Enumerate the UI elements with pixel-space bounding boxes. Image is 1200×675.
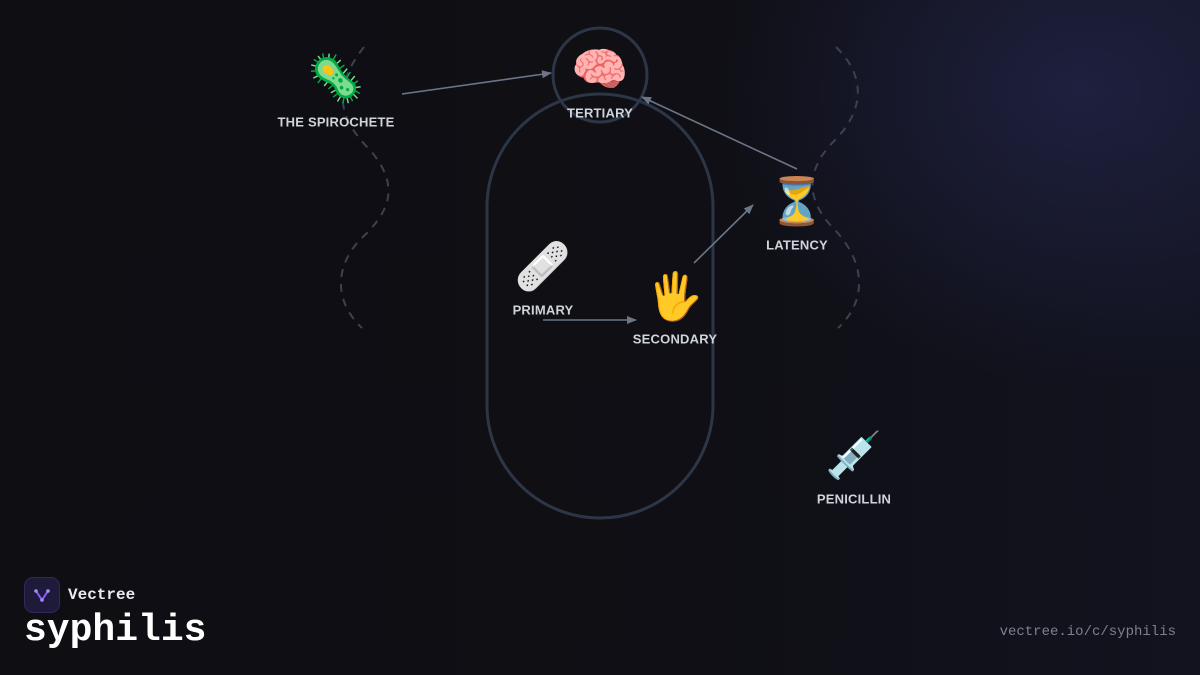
- hourglass-icon: ⏳: [768, 174, 826, 228]
- microbe-icon: 🦠: [307, 51, 365, 105]
- node-label-tertiary: TERTIARY: [566, 105, 634, 121]
- bandage-icon: 🩹: [514, 239, 572, 293]
- node-label-latency: LATENCY: [766, 237, 828, 253]
- arrow-spirochete-to-tertiary: [401, 70, 552, 95]
- vectree-logo-icon: [24, 577, 60, 613]
- node-label-penicillin: PENICILLIN: [816, 491, 892, 507]
- brand: Vectree: [24, 577, 135, 613]
- node-label-primary: PRIMARY: [512, 302, 574, 318]
- page-url[interactable]: vectree.io/c/syphilis: [999, 624, 1176, 640]
- body-outline: [485, 92, 715, 520]
- syringe-icon: 💉: [825, 428, 883, 482]
- arrow-latency-to-tertiary: [641, 96, 798, 170]
- brain-icon: 🧠: [571, 42, 629, 96]
- arrow-secondary-to-latency: [693, 204, 754, 264]
- node-label-spirochete: THE SPIROCHETE: [277, 114, 395, 130]
- head-outline: [551, 26, 649, 124]
- brand-name: Vectree: [68, 586, 136, 604]
- vectree-logo-mark: [34, 589, 50, 602]
- page-title: syphilis: [24, 609, 207, 652]
- hand-icon: 🖐: [646, 269, 704, 323]
- node-label-secondary: SECONDARY: [632, 331, 718, 347]
